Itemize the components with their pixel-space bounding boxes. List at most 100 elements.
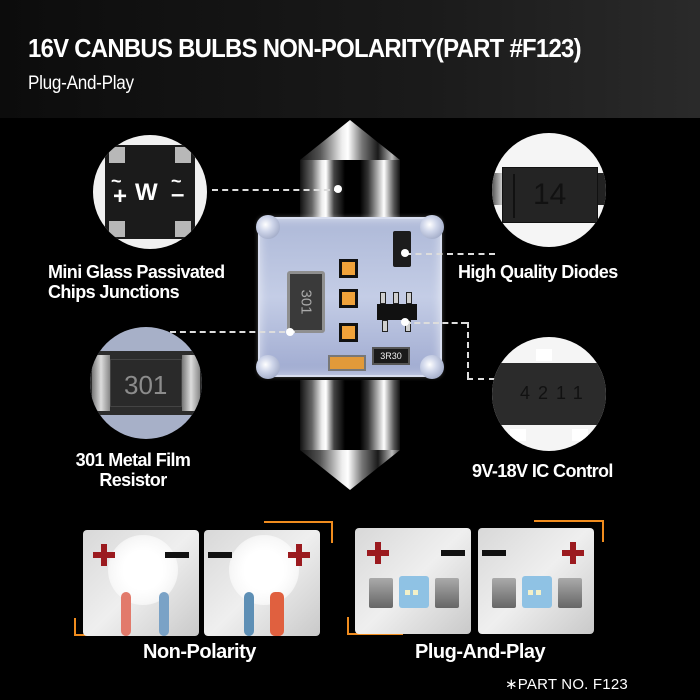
connector-line	[170, 331, 295, 333]
blue-wire	[159, 592, 169, 636]
ic-marking: 4211	[520, 383, 591, 403]
resistor-face: 301	[110, 359, 182, 407]
resistor-terminal	[92, 355, 110, 411]
installed-bulb	[369, 576, 459, 608]
bulb-bottom-cap	[300, 380, 400, 450]
connector-dot	[286, 328, 294, 336]
connector-line	[467, 322, 469, 378]
connector-dot	[401, 249, 409, 257]
ic-tab	[536, 349, 552, 361]
feature-label-diodes: High Quality Diodes	[458, 262, 618, 282]
header-banner: 16V CANBUS BULBS NON-POLARITY(PART #F123…	[0, 0, 700, 118]
resistor-marking: 301	[297, 289, 315, 315]
red-wire	[270, 592, 284, 636]
chip-pad	[109, 147, 125, 163]
led-dot	[536, 590, 541, 595]
page-title: 16V CANBUS BULBS NON-POLARITY(PART #F123…	[28, 33, 582, 63]
demo-photo-plug-and-play-2	[478, 528, 594, 634]
chip-pad	[175, 221, 191, 237]
festoon-bulb-illustration	[295, 120, 405, 490]
holder-clip	[435, 578, 459, 608]
feature-label-ic-control: 9V-18V IC Control	[472, 461, 613, 481]
pcb-tantalum-cap	[328, 355, 366, 371]
ic-pin	[382, 320, 388, 332]
light-glow	[229, 535, 299, 605]
label-line: Resistor	[99, 470, 167, 490]
callout-glass-passivated-chip: ~ + W ~ –	[93, 135, 207, 249]
ac-symbol: ~	[111, 171, 122, 191]
feature-label-glass-passivated: Mini Glass Passivated Chips Junctions	[48, 262, 225, 302]
ic-body: 4211	[492, 363, 606, 425]
pcb-corner	[256, 215, 280, 239]
pcb-board: 301 3R30	[256, 215, 444, 379]
connector-dot	[401, 318, 409, 326]
led-chip	[339, 323, 358, 342]
blue-wire	[244, 592, 254, 636]
led-chip	[339, 289, 358, 308]
connector-line	[405, 322, 467, 324]
chip-pad	[109, 221, 125, 237]
demo-photo-plug-and-play-1	[355, 528, 471, 634]
label-line: Chips Junctions	[48, 282, 180, 302]
page-subtitle: Plug-And-Play	[28, 73, 134, 94]
resistor-marking: 301	[124, 370, 168, 400]
minus-icon	[208, 552, 232, 558]
ic-pin	[393, 292, 399, 304]
resistor-terminal	[182, 355, 200, 411]
holder-clip	[492, 578, 516, 608]
led-dot	[528, 590, 533, 595]
bulb-bottom-tip	[300, 450, 400, 490]
label-line: 301 Metal Film	[75, 450, 191, 470]
connector-line	[212, 189, 340, 191]
diode-marking: 14	[533, 178, 567, 211]
connector-dot	[334, 185, 342, 193]
demo-label-non-polarity: Non-Polarity	[143, 641, 256, 663]
pcb-corner	[256, 355, 280, 379]
minus-icon	[165, 552, 189, 558]
minus-symbol: –	[171, 181, 185, 208]
led-dot	[405, 590, 410, 595]
ac-symbol: ~	[171, 171, 182, 191]
plus-symbol: +	[113, 183, 128, 210]
demo-label-plug-and-play: Plug-And-Play	[415, 641, 546, 663]
callout-diode: 14	[492, 133, 606, 247]
ic-pin	[380, 292, 386, 304]
installed-bulb	[492, 576, 582, 608]
connector-line	[467, 378, 495, 380]
bulb-top-tip	[300, 120, 400, 160]
part-number: ∗PART NO. F123	[505, 676, 628, 693]
ic-tab	[572, 429, 588, 441]
pcb-ic	[377, 304, 417, 320]
feature-label-resistor: 301 Metal Film Resistor	[66, 450, 200, 490]
callout-ic-control: 4211	[492, 337, 606, 451]
plus-icon	[562, 542, 584, 564]
holder-clip	[369, 578, 393, 608]
red-wire	[121, 592, 131, 636]
demo-photo-non-polarity-2	[204, 530, 320, 636]
orange-bracket	[534, 520, 604, 542]
orange-bracket	[264, 521, 333, 543]
label-line: Mini Glass Passivated	[48, 262, 225, 282]
ic-tab	[510, 429, 526, 441]
holder-clip	[558, 578, 582, 608]
plus-icon	[93, 544, 115, 566]
pcb-corner	[420, 215, 444, 239]
bridge-chip: ~ + W ~ –	[105, 145, 195, 239]
connector-line	[405, 253, 495, 255]
callout-resistor: 301	[90, 327, 202, 439]
demo-photo-non-polarity-1	[83, 530, 199, 636]
plus-icon	[367, 542, 389, 564]
chip-w-marking: W	[135, 179, 158, 206]
plus-icon	[288, 544, 310, 566]
pcb-corner	[420, 355, 444, 379]
minus-icon	[441, 550, 465, 556]
pcb-resistor-3r30: 3R30	[372, 347, 410, 365]
pcb-resistor: 301	[287, 271, 325, 333]
led-dot	[413, 590, 418, 595]
diode-body: 14	[502, 167, 598, 223]
minus-icon	[482, 550, 506, 556]
ic-pin	[406, 292, 412, 304]
chip-pad	[175, 147, 191, 163]
cathode-band	[513, 174, 515, 218]
led-chip	[339, 259, 358, 278]
